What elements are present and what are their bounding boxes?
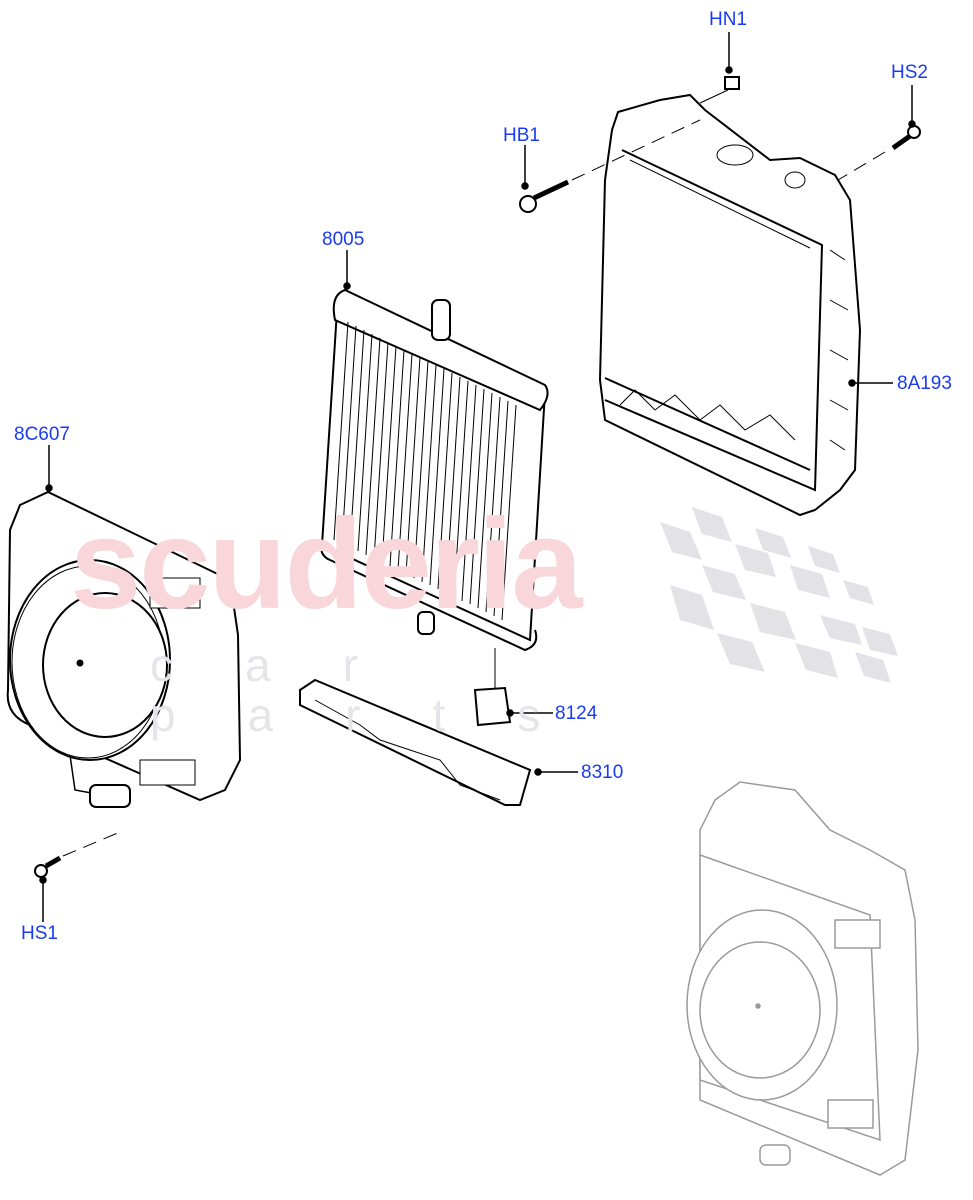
watermark-subtext: car parts bbox=[150, 639, 613, 741]
part-8310-lower-bracket[interactable] bbox=[299, 678, 532, 806]
callout-HS1[interactable]: HS1 bbox=[21, 923, 58, 944]
part-8005-radiator-core[interactable] bbox=[320, 288, 549, 690]
part-8124-insulator[interactable] bbox=[473, 686, 512, 727]
callout-8310[interactable]: 8310 bbox=[581, 762, 624, 783]
part-HN1-clip-nut[interactable] bbox=[699, 76, 740, 104]
part-HS1-screw[interactable] bbox=[34, 831, 121, 878]
watermark-text: scuderia bbox=[70, 493, 582, 636]
assembled-reference-view bbox=[686, 781, 919, 1176]
part-8A193-radiator-frame[interactable] bbox=[598, 93, 862, 517]
callout-8C607[interactable]: 8C607 bbox=[14, 424, 70, 445]
part-HB1-flange-bolt[interactable] bbox=[519, 119, 701, 213]
watermark-checker-flag bbox=[660, 507, 898, 683]
callout-8A193[interactable]: 8A193 bbox=[897, 373, 952, 394]
callout-HS2[interactable]: HS2 bbox=[891, 62, 928, 83]
leader-lines bbox=[39, 32, 916, 922]
callout-HB1[interactable]: HB1 bbox=[503, 125, 540, 146]
callout-HN1[interactable]: HN1 bbox=[709, 9, 748, 30]
callout-8005[interactable]: 8005 bbox=[322, 229, 365, 250]
part-8C607-cooling-fan[interactable] bbox=[6, 490, 242, 808]
part-HS2-screw[interactable] bbox=[837, 125, 921, 181]
callout-8124[interactable]: 8124 bbox=[555, 703, 598, 724]
